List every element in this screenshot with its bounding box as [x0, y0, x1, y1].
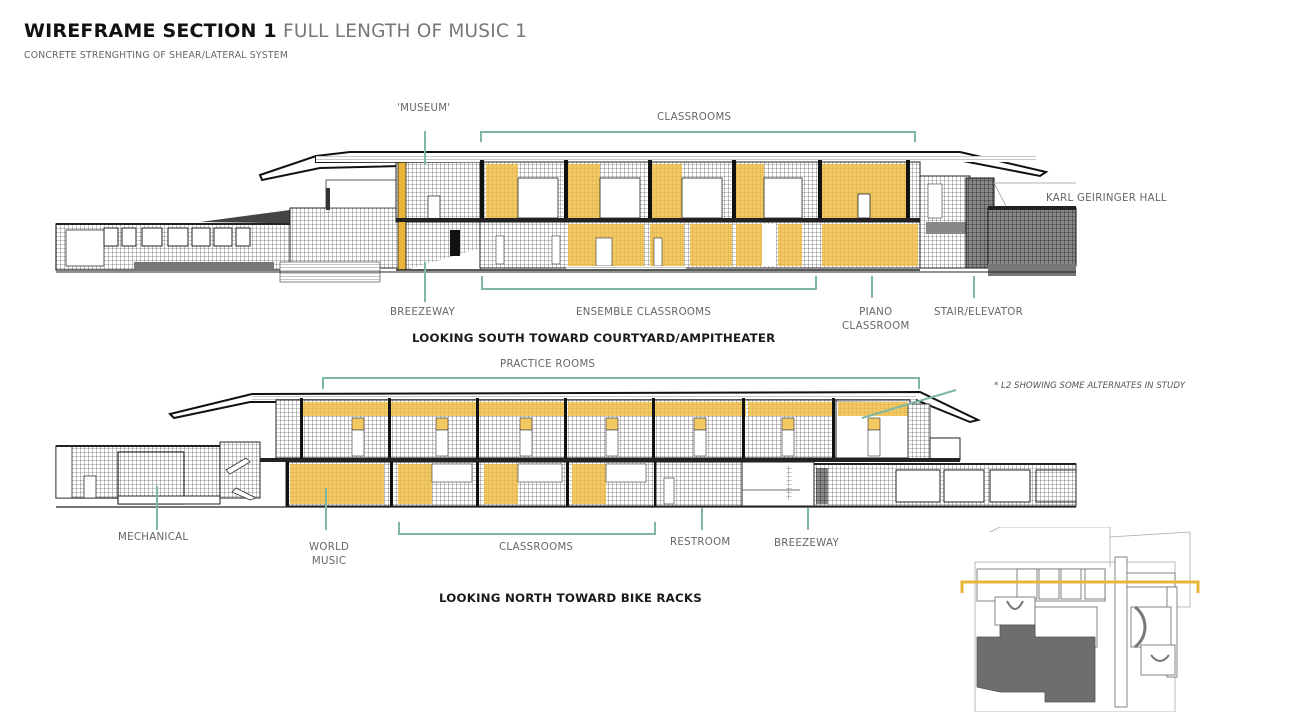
museum-leader: [424, 131, 426, 165]
classrooms-bracket-lower: [398, 533, 656, 535]
section-cut-line: [960, 580, 1200, 593]
south-section-drawing: [55, 151, 1077, 283]
label-classrooms-upper: CLASSROOMS: [657, 112, 732, 123]
label-world-music: WORLD MUSIC: [309, 541, 349, 569]
practice-rooms-bracket: [322, 377, 920, 379]
label-piano: PIANO: [859, 307, 893, 318]
north-section-caption: LOOKING NORTH TOWARD BIKE RACKS: [439, 591, 702, 605]
label-karl-geiringer-hall: KARL GEIRINGER HALL: [1046, 193, 1167, 204]
label-breezeway-north: BREEZEWAY: [774, 538, 839, 549]
world-music-leader: [325, 488, 327, 530]
bracket-tick: [815, 276, 817, 289]
bracket-tick: [914, 131, 916, 142]
label-music: MUSIC: [311, 556, 347, 567]
bracket-tick: [654, 522, 656, 535]
bracket-tick: [322, 377, 324, 389]
north-section-drawing: [55, 390, 1077, 508]
bracket-tick: [481, 276, 483, 289]
south-section-caption: LOOKING SOUTH TOWARD COURTYARD/AMPITHEAT…: [412, 331, 776, 345]
classrooms-bracket: [480, 131, 916, 133]
karl-geiringer-hall-footprint: [976, 624, 1096, 703]
bracket-tick: [480, 131, 482, 142]
stair-leader: [973, 276, 975, 298]
page-subtitle: CONCRETE STRENGHTING OF SHEAR/LATERAL SY…: [24, 50, 289, 61]
title-bold: WIREFRAME SECTION 1: [24, 20, 277, 42]
restroom-leader: [701, 508, 703, 530]
label-practice-rooms: PRACTICE ROOMS: [500, 359, 596, 370]
bracket-tick: [398, 522, 400, 535]
label-museum: 'MUSEUM': [397, 103, 451, 114]
key-plan: [960, 527, 1200, 712]
bracket-tick: [918, 377, 920, 389]
breezeway-north-leader: [807, 508, 809, 530]
piano-leader: [871, 276, 873, 298]
label-ensemble-classrooms: ENSEMBLE CLASSROOMS: [576, 307, 712, 318]
label-breezeway-south: BREEZEWAY: [390, 307, 455, 318]
breezeway-leader: [424, 262, 426, 302]
page-title: WIREFRAME SECTION 1 FULL LENGTH OF MUSIC…: [24, 20, 527, 42]
label-stair-elevator: STAIR/ELEVATOR: [934, 307, 1023, 318]
label-mechanical: MECHANICAL: [118, 532, 189, 543]
label-world: WORLD: [309, 542, 350, 553]
note-leader: [861, 389, 957, 419]
label-piano-classroom: PIANO CLASSROOM: [842, 306, 910, 334]
label-classroom: CLASSROOM: [842, 321, 910, 332]
label-restroom: RESTROOM: [670, 537, 731, 548]
title-light: FULL LENGTH OF MUSIC 1: [283, 21, 528, 42]
ensemble-bracket: [481, 288, 817, 290]
alternates-note: * L2 SHOWING SOME ALTERNATES IN STUDY: [994, 381, 1186, 391]
label-classrooms-lower: CLASSROOMS: [499, 542, 574, 553]
mechanical-leader: [156, 486, 158, 530]
